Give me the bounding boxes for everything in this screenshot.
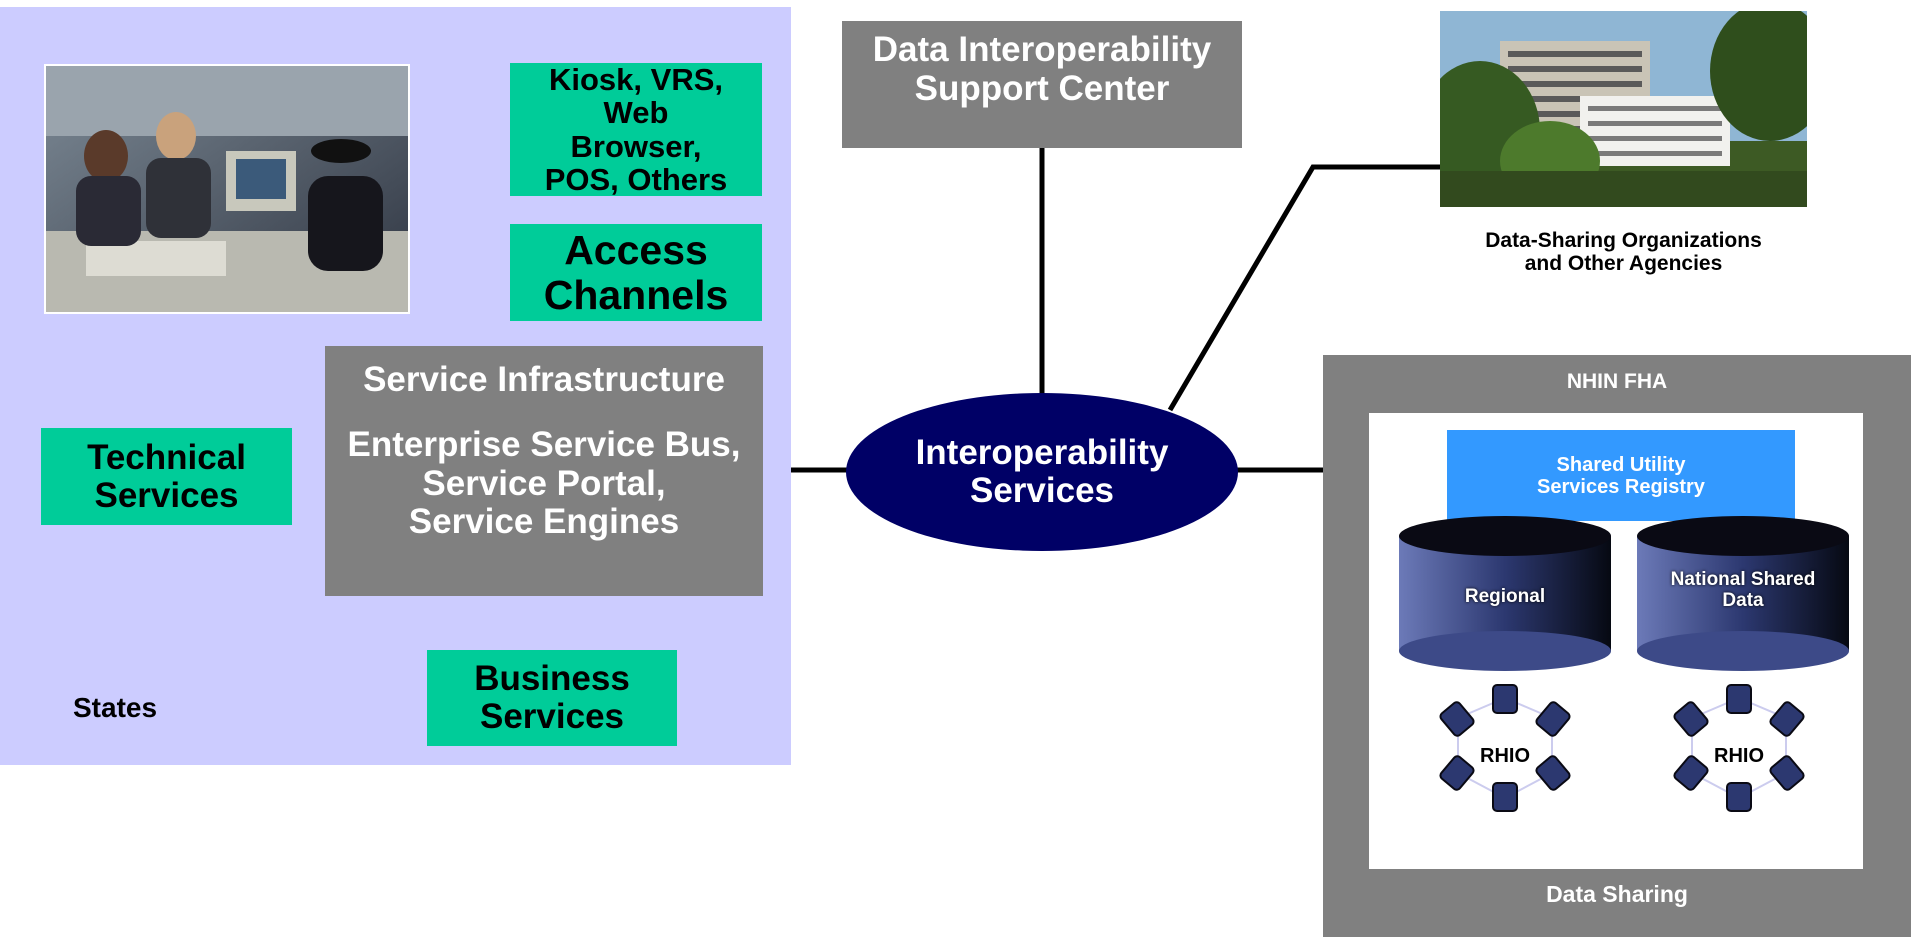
states-label: States (73, 692, 158, 723)
regional-database-icon (1399, 516, 1611, 671)
national-shared-data-label: National Shared Data (1637, 569, 1849, 612)
regional-label: Regional (1464, 586, 1546, 607)
registry-line2: Services Registry (1537, 475, 1705, 498)
national-database-icon (1637, 516, 1849, 671)
access-channels-line1: Access (564, 227, 708, 274)
service-infrastructure-line3: Service Engines (408, 502, 680, 541)
interoperability-services-node: Interoperability Services (846, 393, 1238, 551)
organizations-caption-line1: Data-Sharing Organizations (1485, 229, 1762, 252)
access-channels-box: Access Channels (510, 224, 762, 321)
service-infrastructure-title: Service Infrastructure (363, 360, 725, 399)
service-counter-photo (44, 64, 410, 314)
access-devices-line: Kiosk, VRS, (549, 61, 723, 97)
interoperability-line2: Services (969, 471, 1115, 510)
rhio-right-label: RHIO (1714, 745, 1764, 767)
service-infrastructure-box: Service Infrastructure Enterprise Servic… (325, 346, 763, 596)
national-line1: National Shared (1670, 569, 1816, 590)
service-infrastructure-line1: Enterprise Service Bus, (347, 425, 741, 464)
organizations-caption: Data-Sharing Organizations and Other Age… (1440, 229, 1807, 275)
national-line2: Data (1722, 589, 1764, 611)
support-center-box: Data Interoperability Support Center (842, 21, 1242, 148)
access-devices-box: Kiosk, VRS, Web Browser, POS, Others (510, 61, 762, 197)
data-sharing-label: Data Sharing (1546, 881, 1688, 907)
interoperability-line1: Interoperability (915, 432, 1169, 472)
access-devices-line: Web (603, 95, 669, 131)
registry-line1: Shared Utility (1556, 453, 1686, 476)
rhio-left-label: RHIO (1480, 745, 1530, 767)
business-services-box: Business Services (427, 650, 677, 746)
support-center-line1: Data Interoperability (872, 30, 1212, 69)
access-devices-line: POS, Others (544, 161, 728, 197)
rhio-network-left-icon (1439, 684, 1571, 812)
support-center-line2: Support Center (914, 68, 1170, 108)
technical-services-box: Technical Services (41, 428, 292, 525)
connector-ellipse-organizations (1167, 164, 1440, 412)
database-graphics (1399, 516, 1849, 812)
service-infrastructure-line2: Service Portal, (422, 463, 666, 503)
rhio-network-right-icon (1673, 684, 1805, 812)
organization-building-photo (1440, 11, 1807, 207)
organizations-caption-line2: and Other Agencies (1524, 252, 1723, 276)
access-devices-line: Browser, (570, 128, 702, 164)
access-channels-line2: Channels (543, 271, 729, 318)
business-services-line1: Business (474, 659, 630, 699)
shared-utility-registry: Shared Utility Services Registry (1447, 430, 1795, 521)
nhin-fha-title: NHIN FHA (1566, 370, 1668, 393)
technical-services-line1: Technical (87, 437, 246, 477)
business-services-line2: Services (479, 697, 625, 736)
technical-services-line2: Services (94, 475, 239, 515)
